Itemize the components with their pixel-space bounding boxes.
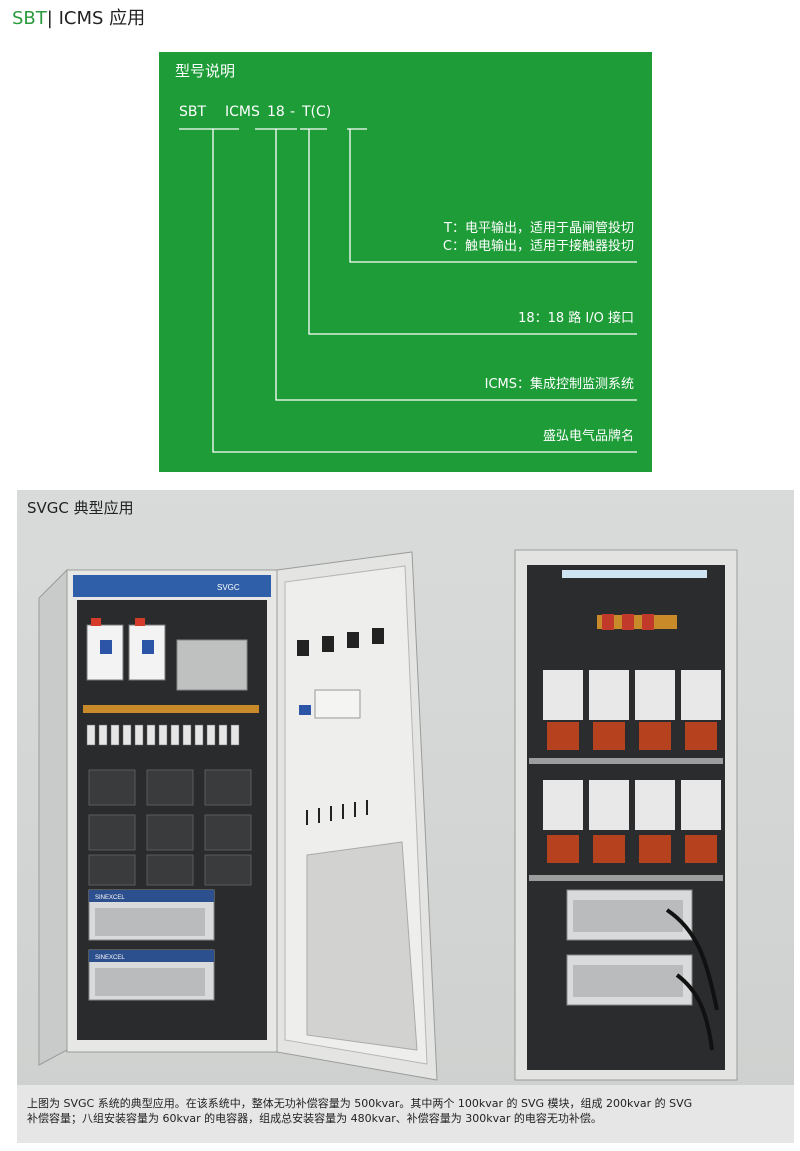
desc-brand: 盛弘电气品牌名 — [542, 429, 634, 444]
model-code-channels: 18 — [267, 104, 285, 120]
desc-type-c: C：触电输出，适用于接触器投切 — [442, 239, 634, 254]
heading-text: | ICMS 应用 — [46, 8, 146, 29]
model-panel-title: 型号说明 — [175, 62, 236, 80]
caption-box: 上图为 SVGC 系统的典型应用。在该系统中，整体无功补偿容量为 500kvar… — [17, 1085, 794, 1143]
model-code-brand: SBT — [179, 104, 207, 120]
caption-line-1: 上图为 SVGC 系统的典型应用。在该系统中，整体无功补偿容量为 500kvar… — [27, 1097, 693, 1110]
desc-channels: 18：18 路 I/O 接口 — [518, 311, 634, 326]
svgc-application-photo: SVGC 典型应用 SVGC — [17, 490, 794, 1085]
cabinet-illustration: SVGC — [38, 549, 738, 1081]
left-cabinet-label: SVGC — [217, 583, 240, 592]
caption-line-2: 补偿容量；八组安装容量为 60kvar 的电容器，组成总安装容量为 480kva… — [27, 1112, 602, 1125]
section-heading: SBT| ICMS 应用 — [12, 8, 145, 30]
heading-brand: SBT — [12, 8, 47, 29]
caption-text: 上图为 SVGC 系统的典型应用。在该系统中，整体无功补偿容量为 500kvar… — [27, 1096, 787, 1126]
model-code-type: T(C) — [302, 104, 332, 120]
module-brand-2: SINEXCEL — [95, 955, 125, 961]
desc-series: ICMS：集成控制监测系统 — [484, 377, 634, 392]
right-cabinet — [514, 549, 738, 1081]
model-connector-lines — [179, 128, 637, 453]
left-cabinet: SVGC — [38, 551, 438, 1081]
photo-title: SVGC 典型应用 — [27, 499, 134, 517]
model-explanation-panel: 型号说明 SBT ICMS 18 - T(C) T：电平输出，适用于晶闸管投切 … — [159, 52, 652, 472]
module-brand-1: SINEXCEL — [95, 895, 125, 901]
model-code-dash: - — [290, 104, 296, 120]
desc-type-t: T：电平输出，适用于晶闸管投切 — [444, 221, 634, 236]
model-code-series: ICMS — [225, 104, 260, 120]
